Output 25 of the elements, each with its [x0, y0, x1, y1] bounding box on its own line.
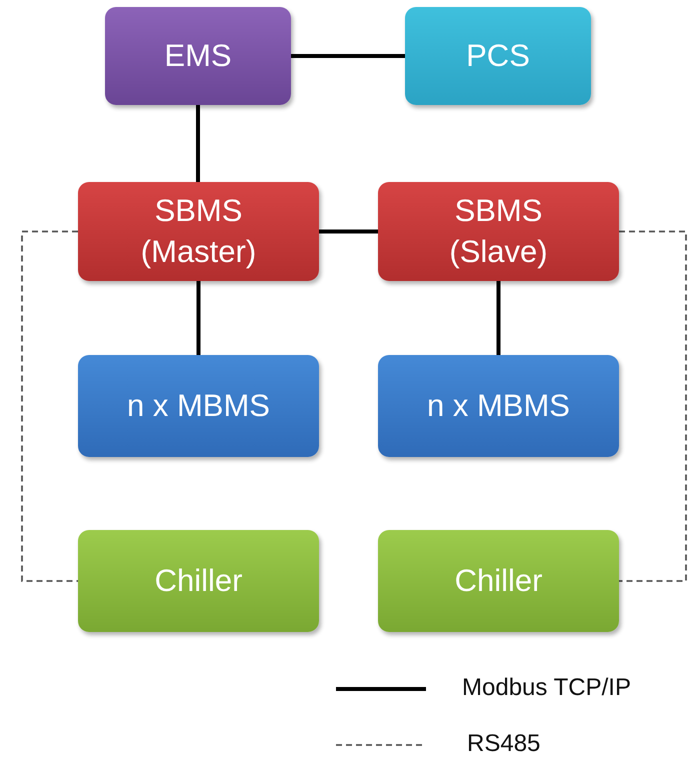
node-label: n x MBMS	[127, 386, 270, 425]
process-box	[378, 355, 619, 457]
process-box	[378, 182, 619, 281]
connector-line	[196, 105, 200, 182]
node-label: SBMS (Slave)	[448, 192, 549, 270]
node-label: Chiller	[154, 562, 242, 600]
node-label: n x MBMS	[427, 386, 570, 425]
dashed-connector	[21, 230, 78, 582]
dashed-connector	[619, 230, 687, 582]
connector-line	[496, 281, 500, 355]
process-box	[78, 355, 319, 457]
process-box	[78, 182, 319, 281]
process-box	[78, 530, 319, 632]
connector-line	[291, 54, 405, 58]
node-label: Chiller	[454, 562, 542, 600]
node-label: EMS	[164, 36, 232, 75]
connector-line	[319, 230, 378, 234]
node-label: SBMS (Master)	[140, 192, 258, 270]
legend-label: RS485	[467, 730, 540, 758]
process-box	[405, 7, 591, 105]
legend-label: Modbus TCP/IP	[462, 674, 631, 702]
process-box	[378, 530, 619, 632]
connector-line	[196, 281, 200, 355]
node-label: PCS	[466, 36, 530, 75]
process-box	[105, 7, 291, 105]
